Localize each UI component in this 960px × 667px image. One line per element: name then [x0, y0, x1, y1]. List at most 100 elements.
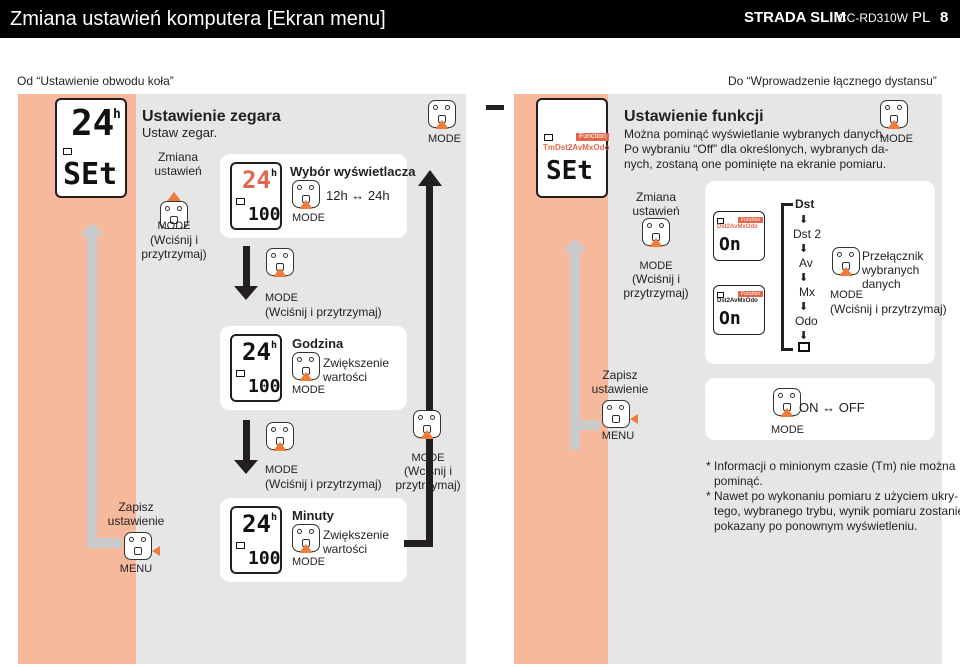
down-arrow-shaft	[243, 246, 250, 286]
function-top-mode-label: MODE	[880, 133, 913, 145]
minute-mode-button[interactable]	[292, 524, 320, 562]
function-save-label: Zapisz ustawienie	[591, 368, 649, 396]
clock-hold-label: (Wciśnij i przytrzymaj)	[141, 233, 207, 261]
clock-mode-label: MODE	[157, 220, 191, 232]
function-menu-button[interactable]	[602, 400, 642, 432]
hour-hold-button[interactable]	[266, 422, 294, 462]
note-2c: pokazany po ponownym wyświetleniu.	[714, 519, 918, 533]
hour-hold-mode-label: MODE	[265, 464, 298, 476]
function-hold-label: (Wciśnij i przytrzymaj)	[623, 272, 689, 300]
onoff-mode-button[interactable]	[773, 388, 801, 426]
down-arrow-shaft	[243, 420, 250, 460]
lcd-set-text: SEt	[546, 156, 593, 186]
hour-title: Godzina	[292, 336, 344, 351]
function-return-bar-h	[570, 420, 600, 430]
clock-change-label: Zmiana ustawień	[154, 150, 202, 178]
display-hold-label: (Wciśnij i przytrzymaj)	[265, 305, 382, 319]
device-button-icon	[160, 201, 188, 229]
hour-increase-label: Zwiększenie wartości	[323, 356, 390, 384]
function-badge: Function	[738, 217, 764, 223]
nav-from-text: Od “Ustawienie obwodu koła”	[17, 74, 174, 88]
connector-line	[486, 105, 504, 110]
display-toggle-text: 12h ↔ 24h	[326, 188, 390, 203]
press-arrow-icon	[839, 267, 853, 276]
checkmark-icon	[63, 148, 72, 155]
press-arrow-icon	[299, 544, 313, 553]
function-desc-1: Można pominąć wyświetlanie wybranych dan…	[624, 127, 886, 141]
down-arrow-icon: ⬇	[799, 301, 809, 313]
selector-item-dst: Dst	[795, 197, 815, 211]
press-arrow-icon	[435, 120, 449, 129]
middle-mode-label: MODE	[428, 133, 461, 145]
checkmark-icon	[717, 218, 724, 224]
middle-hold-button[interactable]	[413, 410, 441, 450]
selector-box: Function Dst2AvMxOdo On Function Dst2AvM…	[705, 181, 947, 364]
function-return-arrow	[563, 238, 587, 252]
clock-mode-button[interactable]	[160, 192, 188, 230]
note-2b: tego, wybranego trybu, wynik pomiaru zos…	[714, 504, 960, 518]
page-title: Zmiana ustawień komputera [Ekran menu]	[10, 8, 386, 30]
minute-mode-label: MODE	[292, 556, 325, 568]
clock-menu-button[interactable]	[124, 532, 164, 564]
lcd-h-unit: h	[271, 512, 278, 523]
onoff-toggle-text: ON ↔ OFF	[799, 400, 865, 415]
selector-bracket-bottom	[781, 348, 793, 351]
lcd-digits: 100	[248, 548, 281, 569]
clock-subtitle: Ustaw zegar.	[142, 125, 218, 140]
selector-mode-button[interactable]	[832, 247, 860, 285]
function-desc-2: Po wybraniu “Off” dla określonych, wybra…	[624, 142, 889, 156]
clock-return-arrow	[80, 222, 104, 236]
display-lcd: 24 h 100	[230, 162, 282, 230]
hour-box: 24 h 100 Godzina Zwiększenie wartości MO…	[220, 326, 407, 410]
note-1b: pominąć.	[714, 474, 763, 488]
clock-return-bar-h	[87, 538, 122, 548]
function-badge: Function	[738, 291, 764, 297]
display-hold-mode-label: MODE	[265, 292, 298, 304]
clock-lcd: 24 h SEt	[55, 98, 127, 198]
model-number: CC-RD310W	[838, 11, 909, 25]
hour-mode-button[interactable]	[292, 352, 320, 390]
selector-item-av: Av	[799, 256, 813, 270]
display-box: 24 h 100 Wybór wyświetlacza 12h ↔ 24h MO…	[220, 154, 415, 238]
function-top-mode-button[interactable]	[880, 100, 908, 138]
press-arrow-icon	[273, 442, 287, 451]
device-button-icon	[124, 532, 152, 560]
middle-hold-label: (Wciśnij i przytrzymaj)	[395, 464, 461, 492]
page-number: 8	[940, 9, 949, 26]
press-arrow-icon	[299, 372, 313, 381]
lcd-on-text: On	[719, 234, 741, 255]
middle-hold-mode-label: MODE	[411, 452, 445, 464]
display-hold-button[interactable]	[266, 248, 294, 288]
lcd-digits: 100	[248, 376, 281, 397]
checkmark-icon	[236, 370, 245, 377]
function-mode-label: MODE	[639, 260, 673, 272]
selector-item-mx: Mx	[799, 285, 815, 299]
lcd-h-unit: h	[113, 107, 121, 122]
selector-bracket-top	[781, 203, 793, 206]
onoff-mode-label: MODE	[771, 424, 804, 436]
function-menu-label: MENU	[601, 430, 635, 442]
down-arrow-icon: ⬇	[799, 330, 809, 342]
function-mode-button[interactable]	[642, 218, 670, 258]
checkmark-icon	[544, 134, 553, 141]
press-arrow-icon	[630, 414, 638, 424]
press-arrow-icon	[152, 546, 160, 556]
onoff-box: ON ↔ OFF MODE	[705, 378, 935, 440]
selector-switch-label: Przełącznik wybranych danych	[862, 249, 924, 291]
down-arrow-icon: ⬇	[799, 272, 809, 284]
checkmark-icon	[798, 342, 810, 352]
lcd-function-list: TmDst2AvMxOdo	[543, 143, 610, 152]
minute-lcd: 24 h 100	[230, 506, 282, 574]
function-badge: Function	[576, 133, 609, 141]
minute-title: Minuty	[292, 508, 334, 523]
lcd-hours-indicator: 24	[242, 338, 271, 366]
lcd-hours-indicator: 24	[242, 510, 271, 538]
selector-mode-label: MODE	[830, 289, 863, 301]
clock-save-label: Zapisz ustawienie	[107, 500, 165, 528]
press-arrow-icon	[167, 192, 181, 201]
display-mode-button[interactable]	[292, 180, 320, 218]
press-arrow-icon	[887, 120, 901, 129]
press-arrow-icon	[780, 408, 794, 417]
middle-mode-button[interactable]	[428, 100, 456, 138]
language-code: PL	[912, 9, 931, 26]
